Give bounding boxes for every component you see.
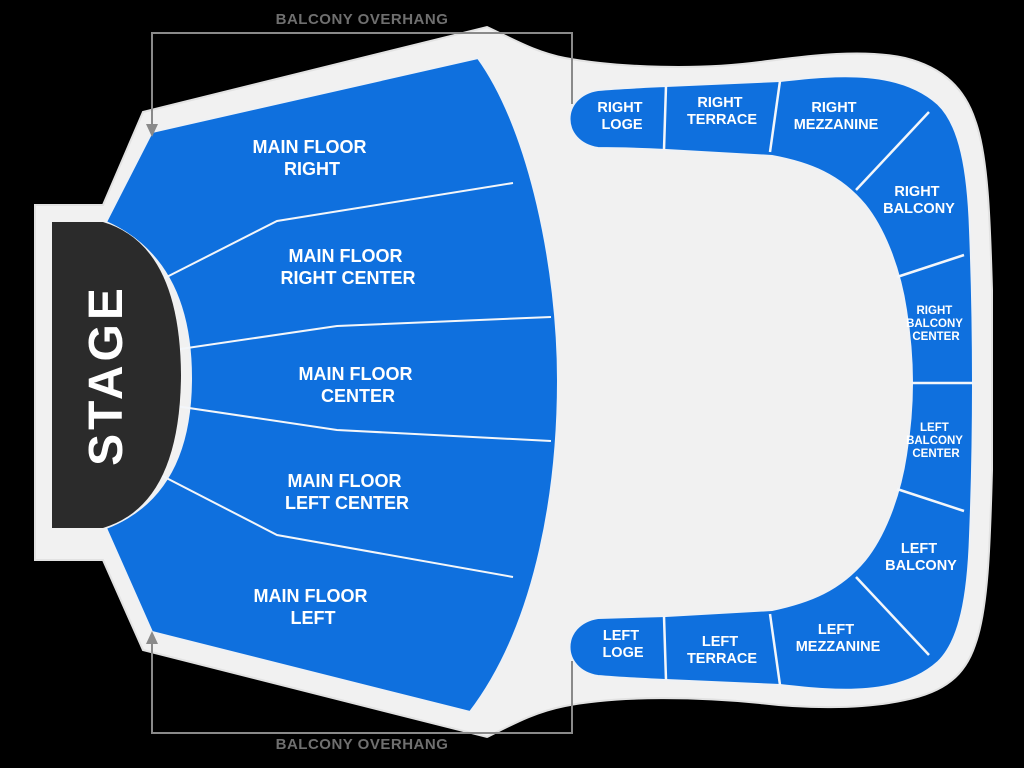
divider-lbc-lbalcony bbox=[896, 487, 965, 513]
label-left-terrace: LEFT TERRACE bbox=[687, 634, 757, 667]
label-right-balcony: RIGHT BALCONY bbox=[883, 184, 955, 217]
divider-lbalcony-lmezz bbox=[855, 576, 930, 656]
label-main-floor-left: MAIN FLOOR LEFT bbox=[253, 586, 372, 628]
divider-mflc-mfl bbox=[146, 467, 514, 578]
divider-mfc-mflc bbox=[161, 403, 552, 442]
label-left-mezzanine: LEFT MEZZANINE bbox=[796, 622, 881, 655]
label-main-floor-left-center: MAIN FLOOR LEFT CENTER bbox=[285, 471, 409, 513]
balcony-overhang-bracket-bottom bbox=[151, 640, 573, 734]
label-main-floor-right-center: MAIN FLOOR RIGHT CENTER bbox=[281, 246, 416, 288]
divider-lterrace-lloge bbox=[662, 615, 668, 681]
divider-mfr-mfrc bbox=[146, 182, 514, 288]
divider-rterrace-rmezz bbox=[768, 80, 782, 153]
divider-rmezz-rbalcony bbox=[855, 111, 930, 191]
divider-rloge-rterrace bbox=[662, 85, 668, 151]
stage bbox=[52, 222, 181, 528]
label-right-terrace: RIGHT TERRACE bbox=[687, 95, 757, 128]
label-right-balcony-center: RIGHT BALCONY CENTER bbox=[906, 305, 966, 343]
divider-mfrc-mfc bbox=[159, 316, 552, 353]
label-left-loge: LEFT LOGE bbox=[602, 628, 643, 661]
section-right-loge[interactable] bbox=[570, 86, 667, 150]
label-right-loge: RIGHT LOGE bbox=[597, 100, 646, 133]
balcony-overhang-label-bottom: BALCONY OVERHANG bbox=[276, 736, 449, 753]
section-main-floor[interactable] bbox=[104, 56, 560, 714]
divider-rbalcony-rbc bbox=[896, 253, 965, 279]
balcony-overhang-label-top-text: BALCONY OVERHANG bbox=[276, 11, 449, 28]
balcony-overhang-bracket-top bbox=[151, 32, 573, 128]
arrow-down-icon bbox=[146, 124, 158, 137]
divider-lmezz-lterrace bbox=[768, 613, 782, 686]
section-right-terrace[interactable] bbox=[664, 81, 780, 152]
label-main-floor-right: MAIN FLOOR RIGHT bbox=[252, 137, 371, 179]
arrow-up-icon bbox=[146, 631, 158, 644]
section-left-loge[interactable] bbox=[570, 616, 667, 680]
label-main-floor-center: MAIN FLOOR CENTER bbox=[298, 364, 417, 406]
label-left-balcony-center: LEFT BALCONY CENTER bbox=[906, 422, 966, 460]
label-right-mezzanine: RIGHT MEZZANINE bbox=[794, 100, 879, 133]
stage-label: STAGE bbox=[80, 284, 133, 466]
section-balcony-band[interactable] bbox=[568, 75, 975, 691]
section-left-terrace[interactable] bbox=[664, 614, 780, 685]
label-left-balcony: LEFT BALCONY bbox=[885, 541, 957, 574]
